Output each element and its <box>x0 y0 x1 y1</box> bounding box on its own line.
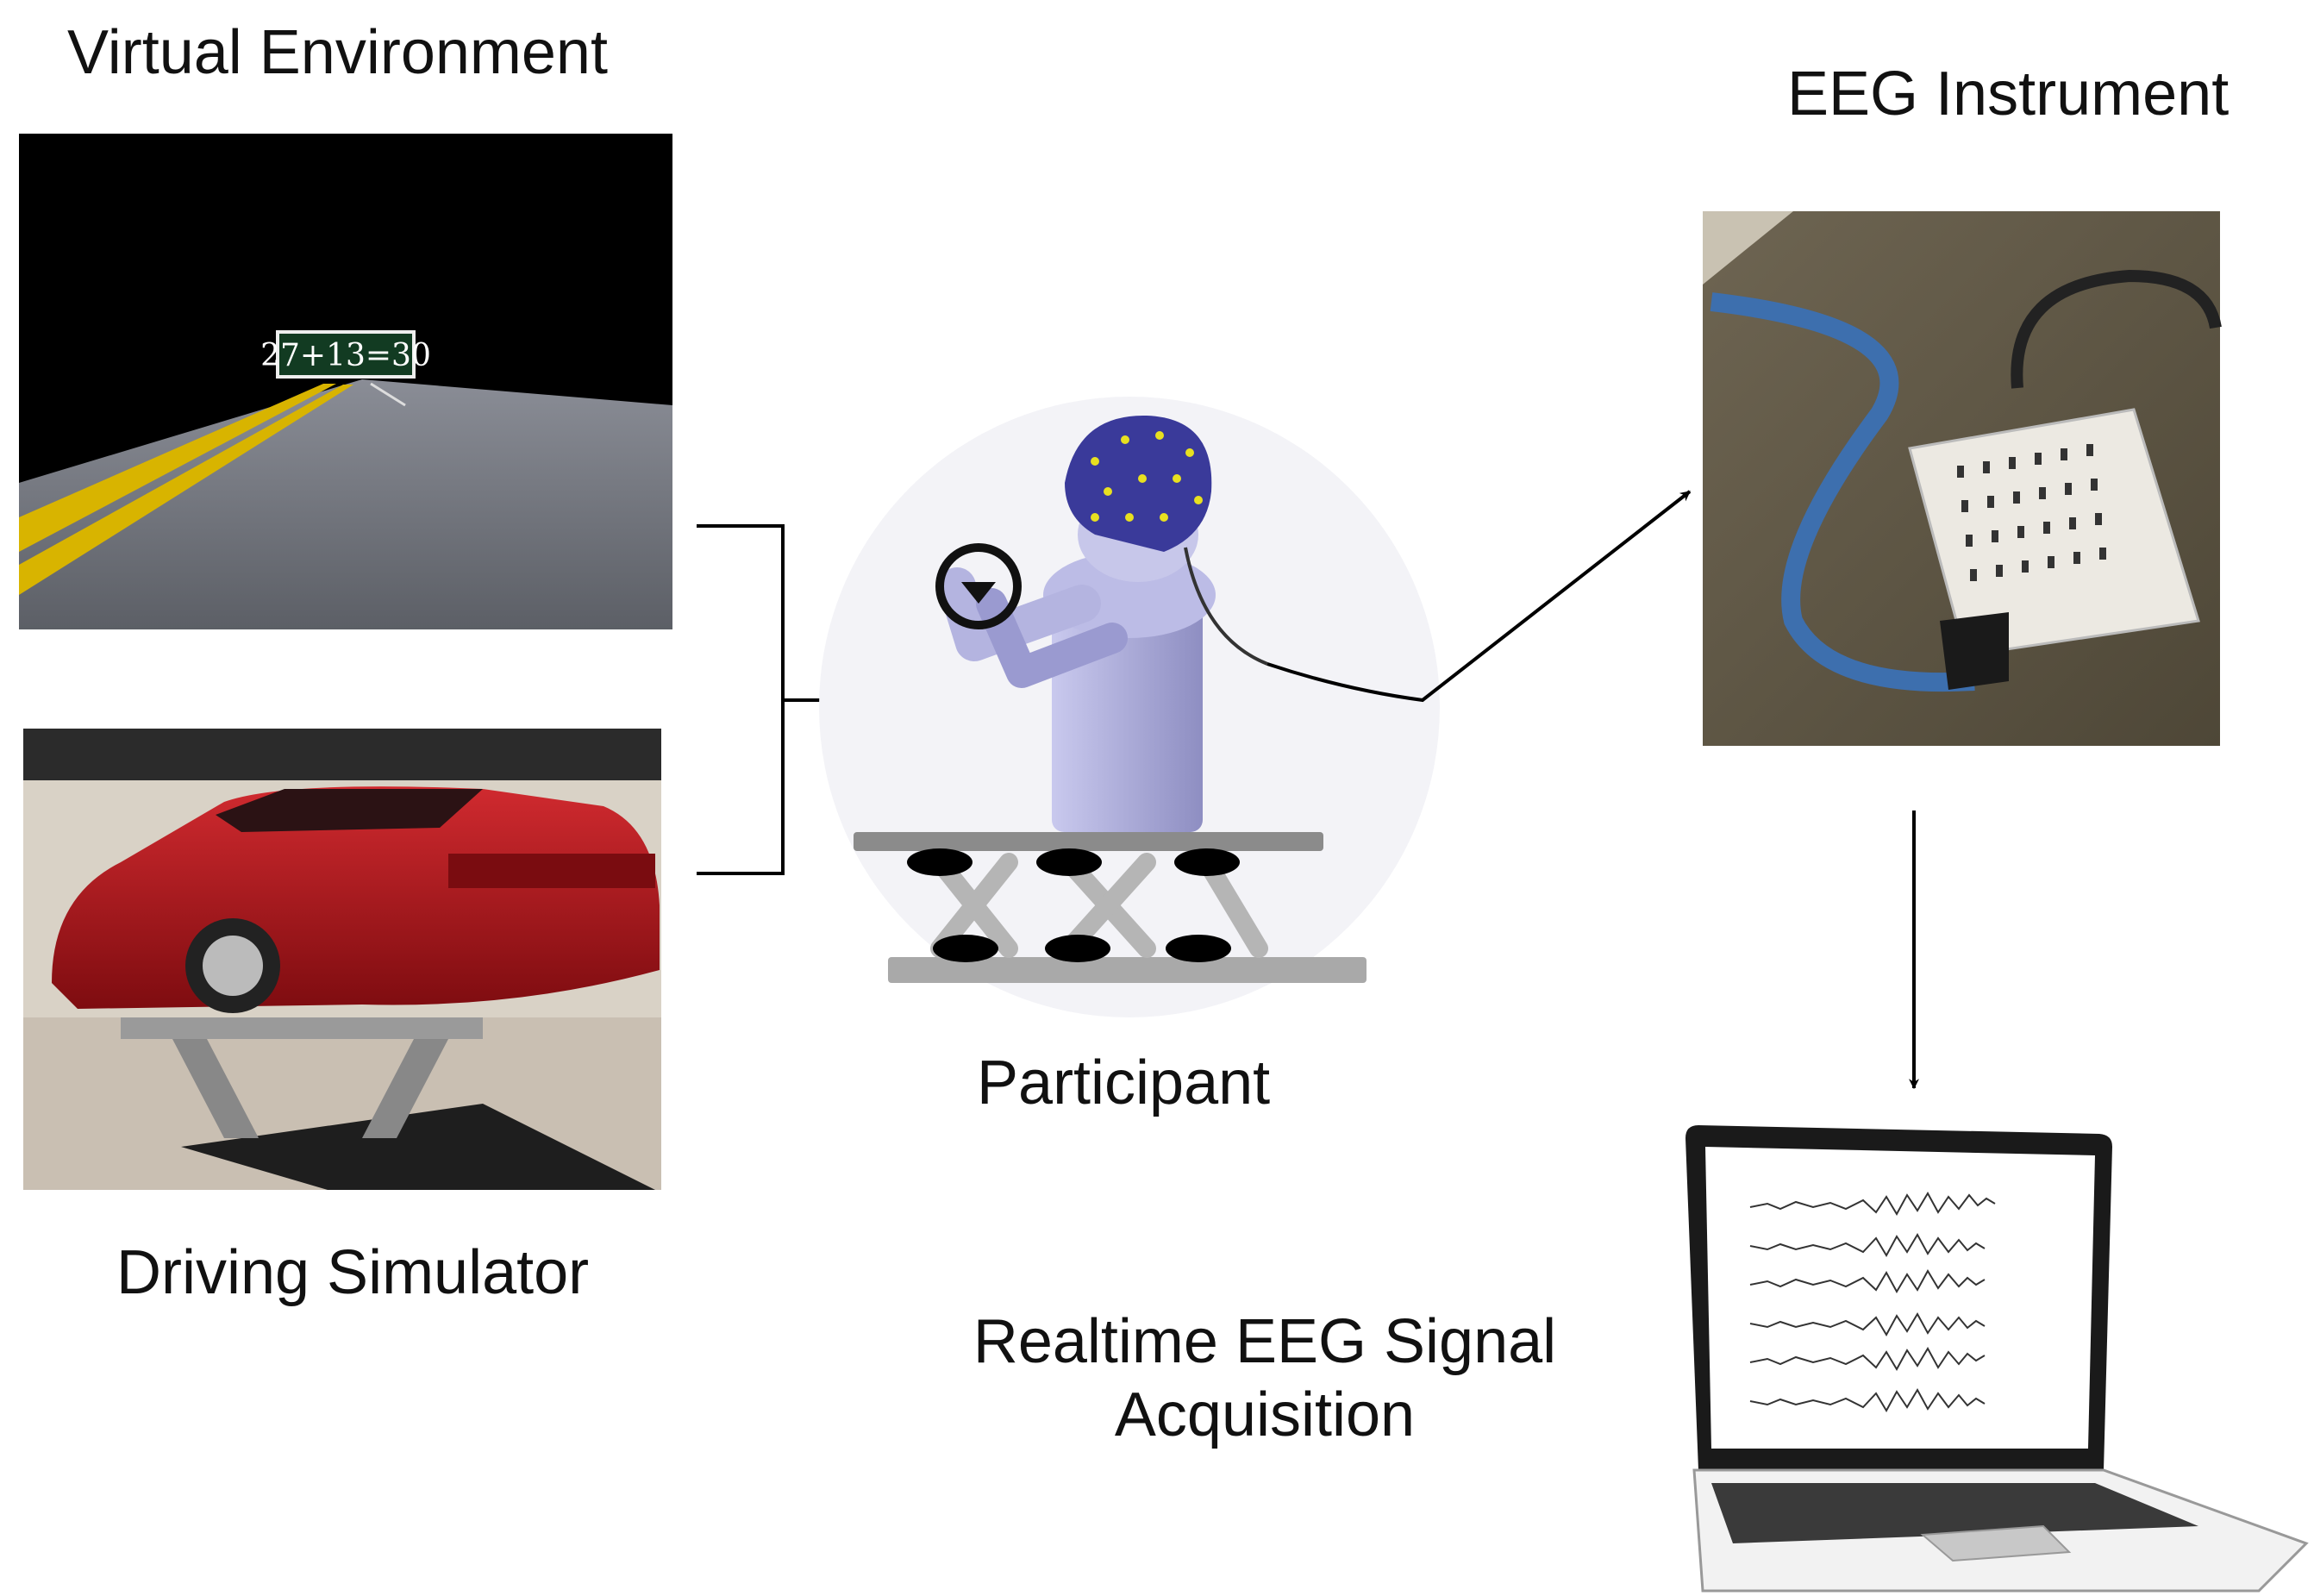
steering-wheel-icon <box>935 543 1022 629</box>
label-participant: Participant <box>977 1048 1271 1117</box>
participant-figure <box>819 397 1440 1017</box>
eeg-cap <box>1065 415 1212 552</box>
virtual-environment-image: 27+13=30 <box>19 134 672 629</box>
eeg-instrument-image <box>1703 211 2222 746</box>
eeg-waveforms <box>1749 1191 1996 1413</box>
label-virtual-environment: Virtual Environment <box>67 18 608 87</box>
driving-simulator-image <box>23 729 661 1190</box>
label-driving-simulator: Driving Simulator <box>116 1238 590 1307</box>
eeg-electrodes <box>1091 431 1203 522</box>
label-realtime-line2: Acquisition <box>1114 1380 1416 1449</box>
laptop-eeg-display <box>1685 1125 2309 1593</box>
label-eeg-instrument: EEG Instrument <box>1787 59 2230 128</box>
math-sign-text: 27+13=30 <box>260 338 431 373</box>
signal-arrow-to-eeg <box>1266 490 1692 703</box>
label-realtime-line1: Realtime EEG Signal <box>973 1307 1557 1376</box>
